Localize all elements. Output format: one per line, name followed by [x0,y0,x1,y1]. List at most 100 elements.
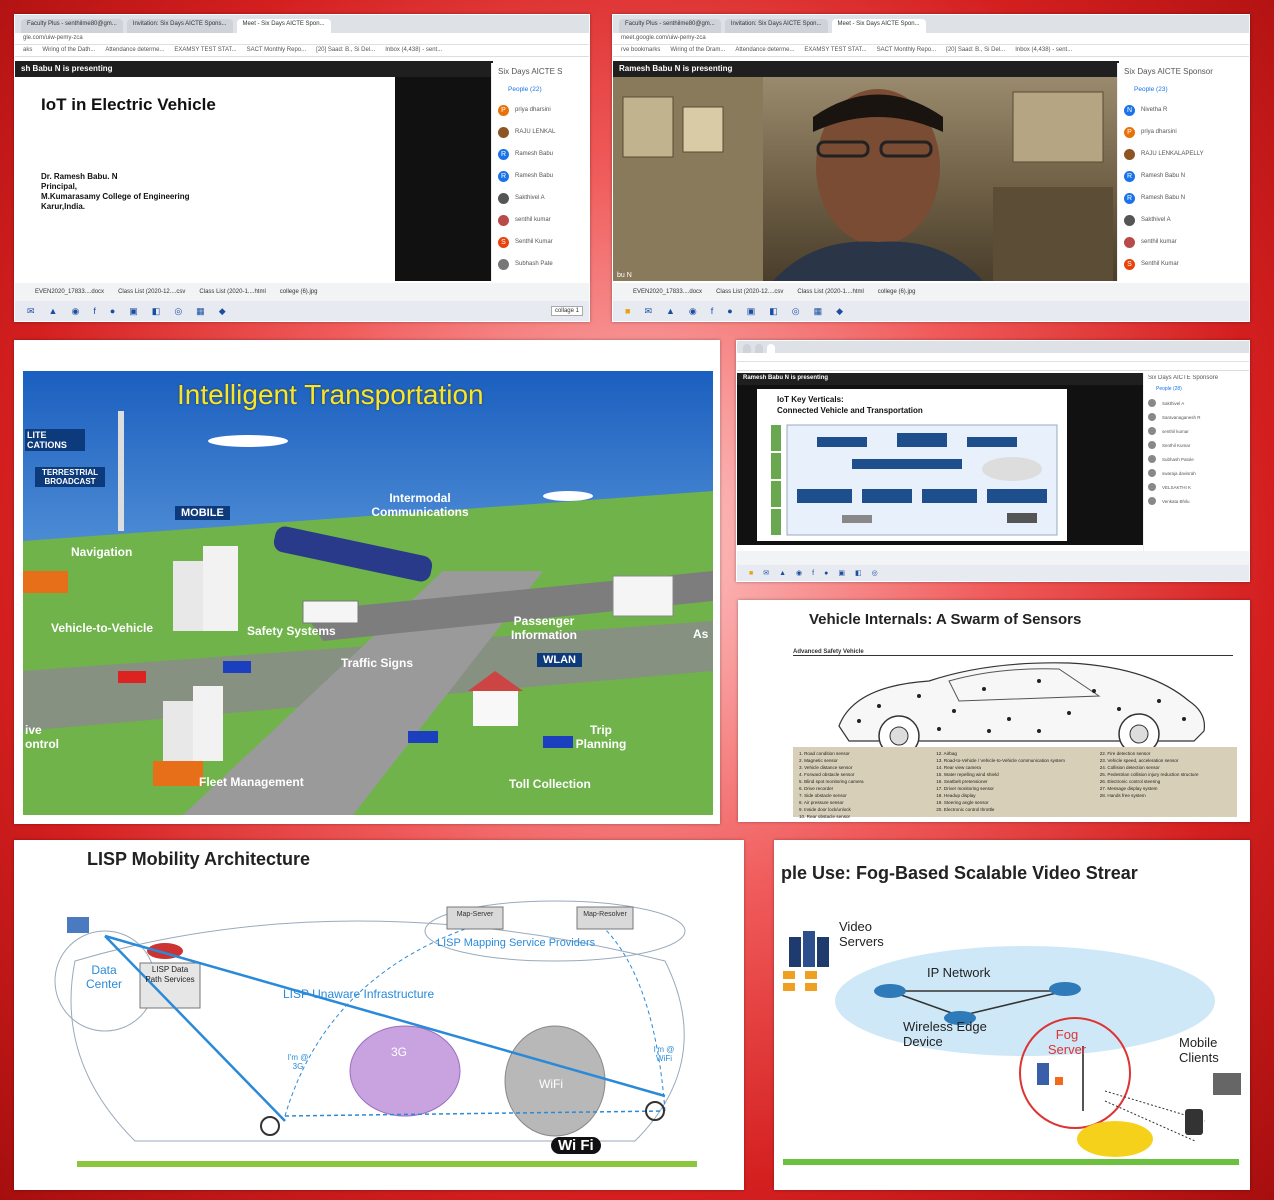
browser-tab[interactable]: Faculty Plus - senthilme80@gm... [21,19,123,33]
rocket-icon[interactable]: ▲ [779,569,787,577]
download-item[interactable]: EVEN2020_17833....docx [633,289,703,295]
people-tab[interactable]: People (22) [508,86,542,93]
participant-row[interactable]: Sakthivel A [1124,209,1243,231]
avatar: R [498,148,509,160]
address-bar[interactable] [737,353,1249,362]
wifi-logo: Wi Fi [551,1137,601,1154]
sensor-item: 10. Rear obstacle sensor [799,814,851,819]
mail-icon[interactable]: ✉ [644,305,652,316]
chrome-icon[interactable]: ◎ [174,305,183,316]
outlook-icon[interactable]: ◧ [769,305,778,316]
download-item[interactable]: college (6).jpg [877,289,916,295]
gem-icon[interactable]: ◆ [836,305,844,316]
bookmark[interactable]: [20] Saad: B., Si Del... [316,47,376,53]
participant-row[interactable]: Subhash Pate [498,253,583,275]
facebook-icon[interactable]: f [812,569,815,577]
browser-tab[interactable] [755,344,763,353]
bookmark[interactable]: Wiring of the Dath... [42,47,96,53]
slide-intelligent-transportation: Intelligent Transportation LITE CATIONS … [14,340,720,824]
photos-icon[interactable]: ▣ [746,305,756,316]
browser-tab[interactable]: Invitation: Six Days AICTE Spons... [126,19,233,33]
participant-row[interactable]: senthil kumar [498,209,583,231]
address-bar[interactable]: meet.google.com/uiw-pemy-zca [613,33,1249,45]
download-item[interactable]: college (6).jpg [279,289,318,295]
download-item[interactable]: EVEN2020_17833....docx [35,289,105,295]
photos-icon[interactable]: ▣ [129,305,138,316]
bookmark[interactable]: rve bookmarks [621,47,661,53]
participant-row[interactable]: Senthil Kumar [1148,438,1245,452]
outlook-icon[interactable]: ◧ [854,570,862,577]
participant-row[interactable]: Sakthivel A [1148,396,1245,410]
participant-row[interactable]: Saravanaganesh R [1148,410,1245,424]
browser-tab-active[interactable]: Meet - Six Days AICTE Spon... [236,19,331,33]
media-icon[interactable]: ● [109,306,116,316]
participant-row[interactable]: RAJU LENKAL [498,121,583,143]
facebook-icon[interactable]: f [710,306,714,316]
download-item[interactable]: Class List (2020-1....html [797,289,864,295]
bookmark[interactable]: EXAMSY TEST STAT... [804,47,867,53]
rocket-icon[interactable]: ▲ [665,306,675,316]
browser-tab[interactable]: Faculty Plus - senthilme80@gm... [619,19,721,33]
chrome-icon[interactable]: ◎ [871,570,878,577]
bookmark[interactable]: Attendance determe... [105,47,165,53]
edge-icon[interactable]: ◉ [688,305,697,316]
participant-row[interactable]: senthil kumar [1148,424,1245,438]
bookmark[interactable]: Inbox (4,438) - sent... [1015,47,1073,53]
avatar [1148,441,1156,449]
outlook-icon[interactable]: ◧ [151,305,161,316]
browser-tab-active[interactable] [767,344,775,353]
browser-tab-active[interactable]: Meet - Six Days AICTE Spon... [831,19,926,33]
download-item[interactable]: Class List (2020-1....html [199,289,266,295]
participant-row[interactable]: RAJU LENKALAPELLY [1124,143,1243,165]
bookmark[interactable]: aks [23,47,33,53]
participant-row[interactable]: Subhash Patole [1148,452,1245,466]
bookmark[interactable]: Wiring of the Dram... [670,47,726,53]
media-icon[interactable]: ● [824,569,829,577]
participant-row[interactable]: Sakthivel A [498,187,583,209]
bookmark[interactable]: EXAMSY TEST STAT... [174,47,237,53]
bookmark[interactable]: [20] Saad: B., Si Del... [946,47,1006,53]
browser-tab[interactable] [743,344,751,353]
bookmark[interactable]: SACT Monthly Repo... [876,47,937,53]
sensor-item: 27. Message display system [1099,786,1158,791]
sensor-item: 15. Water repelling wind shield [936,772,999,777]
chrome-icon[interactable]: ◎ [791,305,800,316]
address-bar[interactable]: gle.com/uiw-pemy-zca [15,33,589,45]
people-tab[interactable]: People (23) [1134,86,1168,93]
facebook-icon[interactable]: f [93,306,96,316]
rocket-icon[interactable]: ▲ [48,306,58,316]
participant-row[interactable]: swaraja davisrah [1148,466,1245,480]
folder-icon[interactable]: ■ [749,569,754,577]
download-item[interactable]: Class List (2020-12....csv [118,289,186,295]
folder-icon[interactable]: ■ [625,306,631,316]
wireless-edge-label: Wireless Edge Device [903,1019,987,1049]
mail-icon[interactable]: ✉ [27,305,35,316]
participant-row[interactable]: senthil kumar [1124,231,1243,253]
media-icon[interactable]: ● [727,306,733,316]
people-tab[interactable]: People (28) [1156,386,1182,392]
bookmark[interactable]: Inbox (4,438) - sent... [385,47,443,53]
bookmark[interactable]: Attendance determe... [735,47,795,53]
gem-icon[interactable]: ◆ [218,305,226,316]
browser-tab[interactable]: Invitation: Six Days AICTE Spon... [724,19,828,33]
photos-icon[interactable]: ▣ [838,570,845,577]
fog-server-label: Fog Server [1047,1027,1087,1057]
edge-icon[interactable]: ◉ [796,570,803,577]
download-item[interactable]: Class List (2020-12....csv [716,289,784,295]
participant-row[interactable]: Venkata Bhilu [1148,494,1245,508]
bookmark[interactable]: SACT Monthly Repo... [246,47,307,53]
app-icon[interactable]: ▦ [813,305,823,316]
participant-row[interactable]: VELSAKTHI K [1148,480,1245,494]
mail-icon[interactable]: ✉ [763,570,770,577]
edge-icon[interactable]: ◉ [71,305,80,316]
app-icon[interactable]: ▦ [196,305,205,316]
